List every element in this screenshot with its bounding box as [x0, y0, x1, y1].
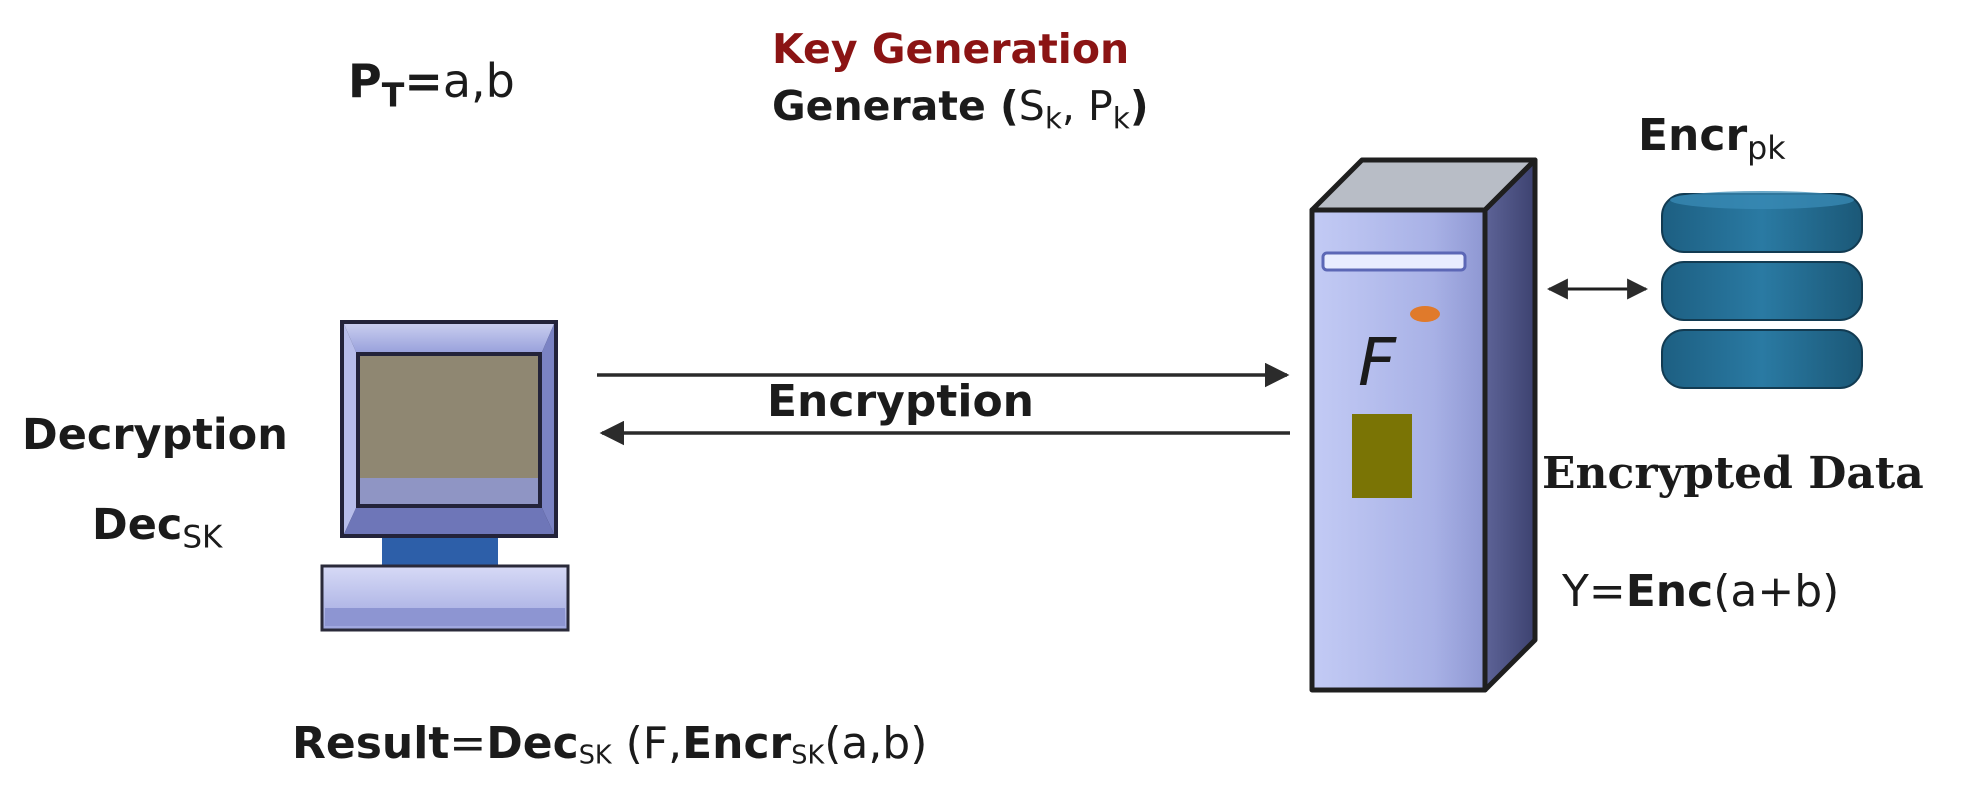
- dec-sk-label: DecSK: [92, 500, 223, 556]
- plaintext-label: PT=a,b: [348, 54, 515, 115]
- encrypted-data-label: Encrypted Data: [1542, 448, 1924, 499]
- y-formula-label: Y=Enc(a+b): [1562, 566, 1840, 617]
- server-icon: [1309, 157, 1538, 693]
- generate-keys-label: Generate (Sk, Pk): [772, 82, 1149, 136]
- database-icon: [1661, 191, 1863, 389]
- encr-pk-label: Encrpk: [1638, 110, 1786, 167]
- function-block: [1352, 414, 1412, 498]
- key-generation-title: Key Generation: [772, 25, 1130, 73]
- decryption-title: Decryption: [22, 410, 288, 460]
- function-f-label: F: [1358, 324, 1396, 401]
- monitor-stand: [382, 538, 498, 566]
- encryption-channel-label: Encryption: [767, 376, 1035, 427]
- client-computer-icon: [320, 320, 570, 632]
- result-formula-label: Result=DecSK (F,EncrSK(a,b): [292, 718, 928, 771]
